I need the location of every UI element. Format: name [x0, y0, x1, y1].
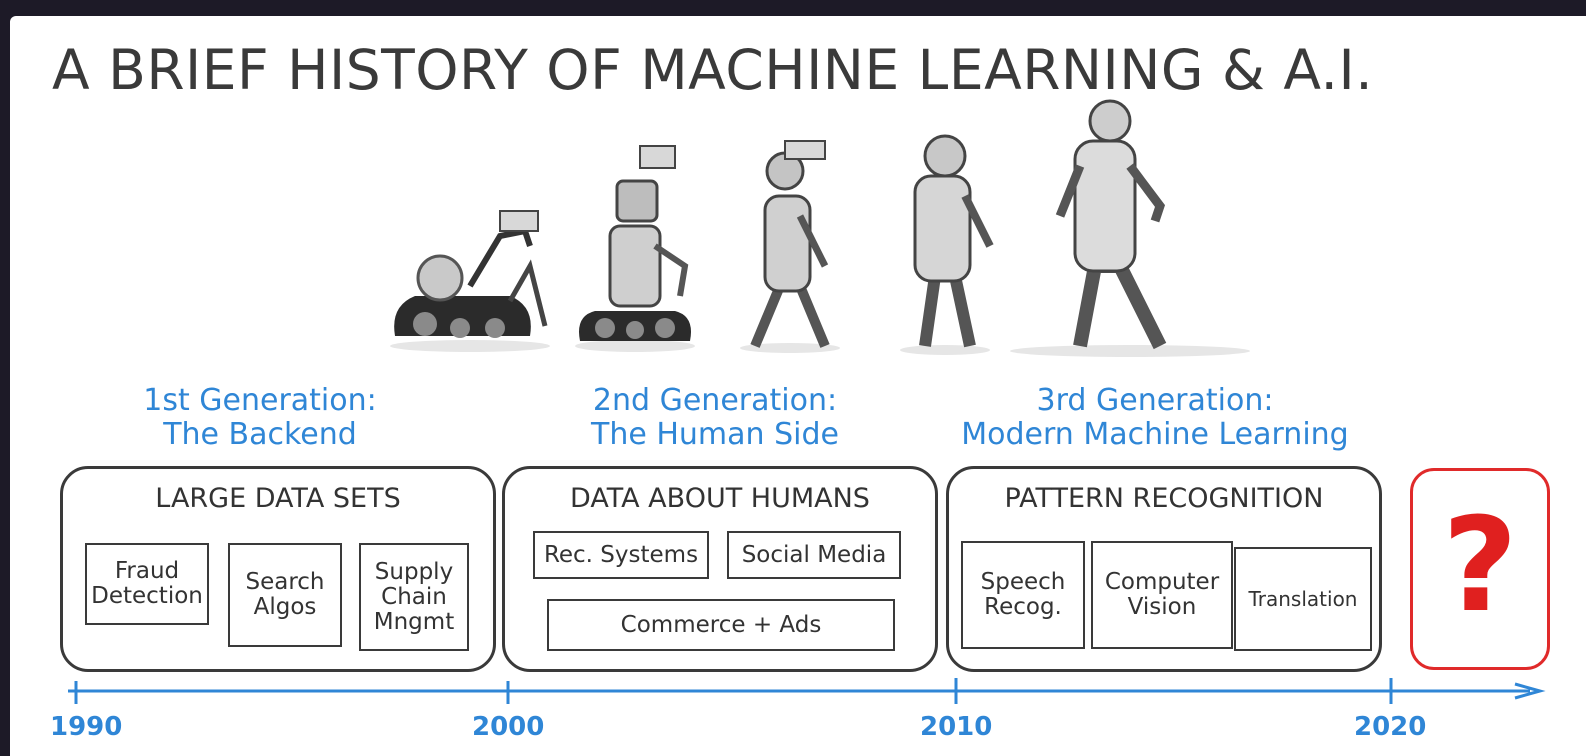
year-label-2020: 2020 [1354, 712, 1427, 742]
group-title: DATA ABOUT HUMANS [570, 483, 870, 514]
item-supply-chain: Supply Chain Mngmt [359, 543, 469, 651]
timeline-axis [68, 678, 1546, 704]
year-label-2000: 2000 [472, 712, 545, 742]
item-rec-systems: Rec. Systems [533, 531, 709, 579]
diagram-canvas: A BRIEF HISTORY OF MACHINE LEARNING & A.… [10, 16, 1586, 756]
question-mark-icon: ? [1442, 489, 1518, 641]
item-search-algos: Search Algos [228, 543, 342, 647]
robot-stage-2-icon [575, 145, 695, 352]
group-title: PATTERN RECOGNITION [1004, 483, 1324, 514]
generation-2-subtitle: The Human Side [591, 417, 839, 452]
robot-evolution-illustration [390, 99, 1250, 357]
generation-label-2: 2nd Generation: The Human Side [565, 384, 865, 452]
item-computer-vision: Computer Vision [1091, 541, 1233, 649]
robot-stage-3-icon [740, 140, 840, 353]
item-translation: Translation [1234, 547, 1372, 651]
generation-2-name: 2nd Generation: [592, 383, 838, 418]
year-label-1990: 1990 [50, 712, 123, 742]
generation-label-1: 1st Generation: The Backend [110, 384, 410, 452]
generation-1-name: 1st Generation: [143, 383, 377, 418]
generation-3-name: 3rd Generation: [1036, 383, 1274, 418]
group-title: LARGE DATA SETS [155, 483, 401, 514]
item-commerce-ads: Commerce + Ads [547, 599, 895, 651]
group-large-data-sets: LARGE DATA SETS Fraud Detection Search A… [60, 466, 496, 672]
timeline-arrow-icon [1514, 682, 1546, 700]
generation-3-subtitle: Modern Machine Learning [961, 417, 1349, 452]
generation-label-3: 3rd Generation: Modern Machine Learning [940, 384, 1370, 452]
robot-stage-5-icon [1010, 99, 1250, 357]
future-unknown-box: ? [1410, 468, 1550, 670]
item-fraud-detection: Fraud Detection [85, 543, 209, 625]
robot-stage-1-icon [390, 210, 550, 352]
group-data-about-humans: DATA ABOUT HUMANS Rec. Systems Social Me… [502, 466, 938, 672]
item-social-media: Social Media [727, 531, 901, 579]
item-speech-recog: Speech Recog. [961, 541, 1085, 649]
year-label-2010: 2010 [920, 712, 993, 742]
diagram-title: A BRIEF HISTORY OF MACHINE LEARNING & A.… [52, 38, 1374, 102]
robot-stage-4-icon [900, 134, 994, 355]
generation-1-subtitle: The Backend [163, 417, 357, 452]
group-pattern-recognition: PATTERN RECOGNITION Speech Recog. Comput… [946, 466, 1382, 672]
